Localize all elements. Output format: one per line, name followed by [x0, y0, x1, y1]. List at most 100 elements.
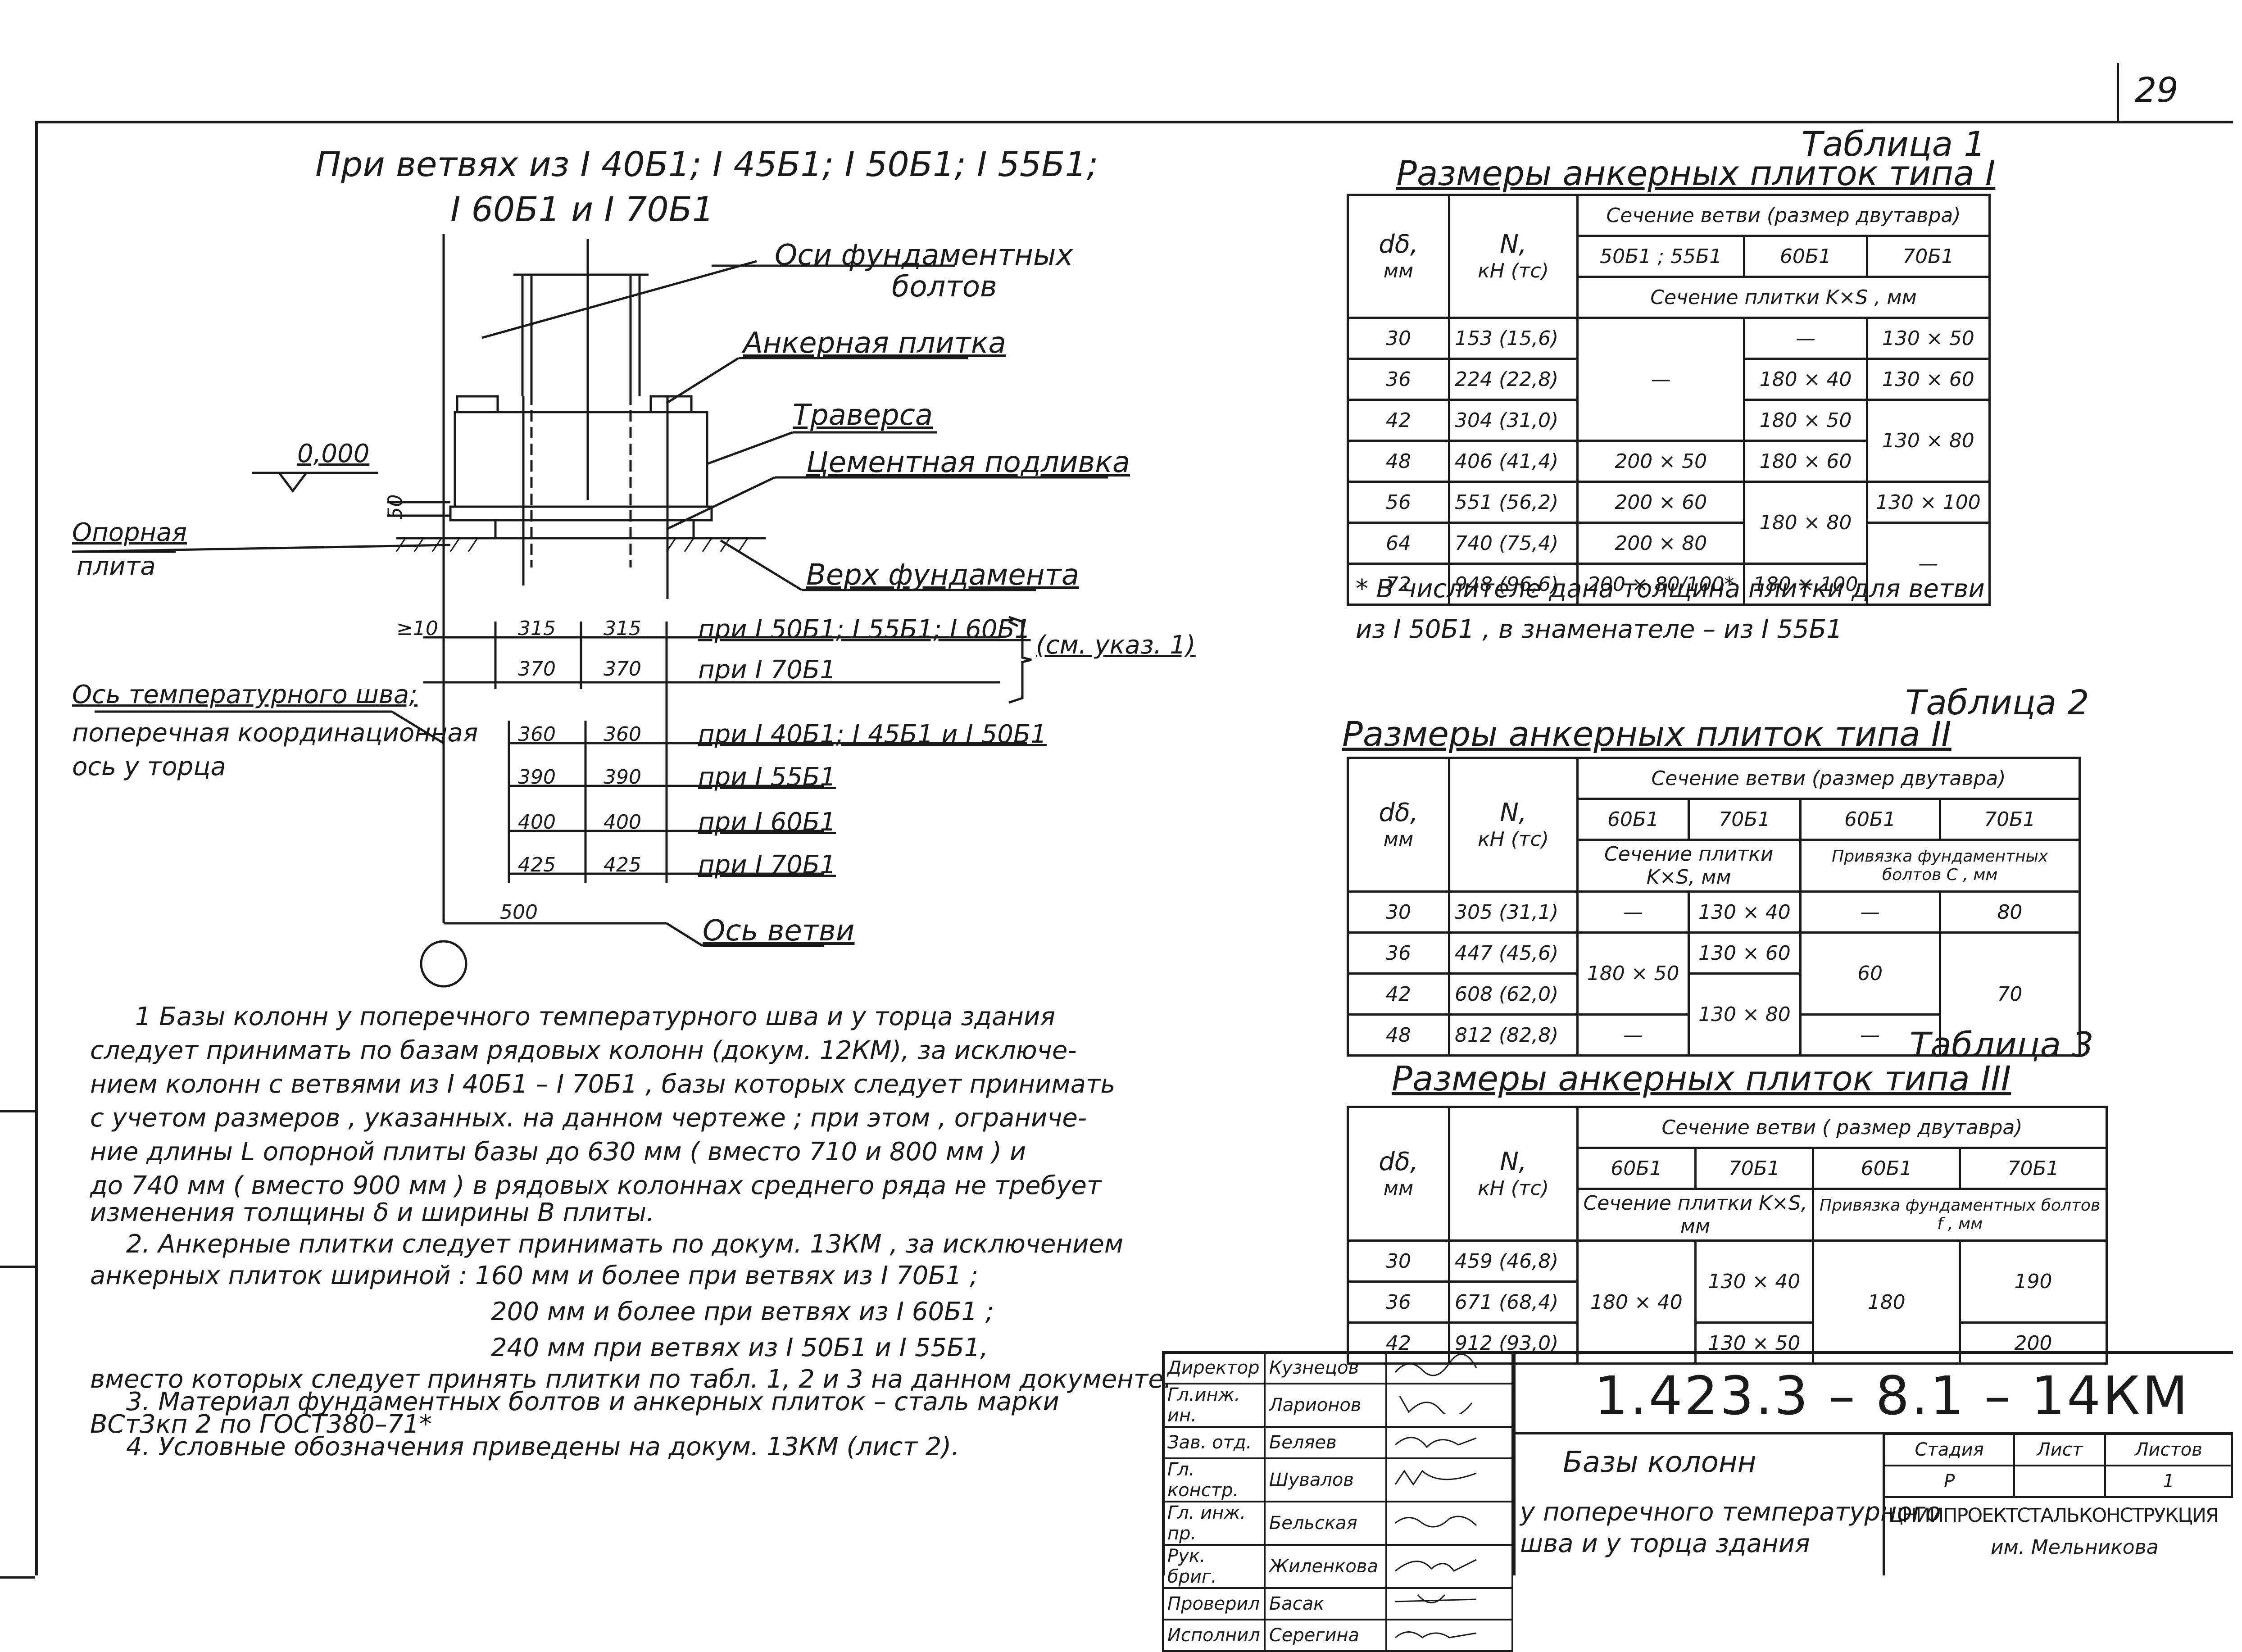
t3-c4-42: 200: [1959, 1321, 2108, 1365]
t1-c3-dash: —: [1865, 522, 1991, 606]
t2-h-n-unit: кН (тс): [1478, 828, 1549, 851]
table2-title: Размеры анкерных плиток типа II: [1342, 714, 1952, 754]
t1-d-48: 48: [1347, 440, 1450, 483]
t1-n-36: 224 (22,8): [1448, 358, 1579, 401]
label-support-2: плита: [77, 552, 156, 581]
tb-role-7: Проверил: [1162, 1587, 1266, 1620]
t1-h-d-unit: мм: [1383, 259, 1414, 283]
t2-c4-30: 80: [1938, 890, 2081, 934]
t1-h-n: N,: [1500, 230, 1527, 259]
label-joint-axis-2: поперечная координационная: [72, 718, 478, 748]
tb-stage: Р: [1883, 1465, 2015, 1498]
label-branch-axis: Ось ветви: [703, 914, 855, 948]
label-joint-axis-3: ось у торца: [72, 752, 226, 781]
dim-b-4: 390: [604, 766, 641, 789]
t1-c2-72: 180 × 100: [1743, 563, 1868, 606]
t3-h-c2: 70Б1: [1694, 1147, 1815, 1190]
t3-h-c4: 70Б1: [1959, 1147, 2108, 1190]
signature-icon: [1394, 1559, 1477, 1572]
t2-d-42: 42: [1347, 972, 1450, 1016]
t3-h-plate: Сечение плитки K×S, мм: [1576, 1188, 1815, 1242]
note-1-line-7: изменения толщины δ и ширины В плиты.: [90, 1198, 654, 1227]
label-see-note: (см. указ. 1): [1036, 631, 1196, 660]
t1-c2-30: —: [1743, 317, 1868, 360]
label-500: 500: [500, 901, 538, 924]
t3-h-n-unit: кН (тс): [1478, 1177, 1549, 1200]
t2-c2-42-48: 130 × 80: [1688, 972, 1802, 1057]
t3-h-anchor: Привязка фундаментных болтов f , мм: [1812, 1188, 2108, 1242]
label-anchor-plate: Анкерная плитка: [743, 327, 1006, 360]
t1-h-plate: Сечение плитки K×S , мм: [1576, 276, 1991, 319]
label-level: 0,000: [297, 439, 370, 468]
t2-h-plate: Сечение плитки K×S, мм: [1576, 839, 1802, 893]
t2-c4-rest: 70: [1938, 931, 2081, 1057]
t1-d-72: 72: [1347, 563, 1450, 606]
tb-h-stage: Стадия: [1883, 1433, 2015, 1466]
t1-d-42: 42: [1347, 399, 1450, 442]
signature-icon: [1394, 1516, 1477, 1528]
table1-caption: Таблица 1: [1802, 124, 1986, 164]
t3-h-c1: 60Б1: [1576, 1147, 1697, 1190]
dim-a-5: 400: [518, 811, 556, 834]
t2-n-36: 447 (45,6): [1448, 931, 1579, 975]
tb-title-sub-1: у поперечного температурного: [1520, 1498, 1941, 1527]
t3-h-section: Сечение ветви ( размер двутавра): [1576, 1106, 2108, 1149]
signature-icon: [1394, 1631, 1477, 1638]
sheet-number-box: [2117, 63, 2242, 122]
t1-c1-dash: —: [1576, 317, 1746, 442]
title-block-divider-v2: [1883, 1432, 1885, 1575]
tb-sign-6: [1385, 1544, 1514, 1589]
note-2-line-2: анкерных плиток шириной : 160 мм и более…: [90, 1261, 978, 1290]
drawing-title-1: При ветвях из I 40Б1; I 45Б1; I 50Б1; I …: [315, 144, 1098, 184]
t2-h-c4: 70Б1: [1938, 798, 2081, 841]
t2-h-c1: 60Б1: [1576, 798, 1690, 841]
label-support-1: Опорная: [72, 518, 187, 547]
tb-name-5: Бельская: [1263, 1501, 1387, 1546]
note-2-line-4: 240 мм при ветвях из I 50Б1 и I 55Б1,: [491, 1333, 989, 1362]
signature-icon: [1394, 1437, 1477, 1448]
t3-c3-all: 180: [1812, 1239, 1961, 1365]
label-bolt-axes-1: Оси фундаментных: [775, 239, 1073, 272]
note-3-line-2: ВСт3кп 2 по ГОСТ380–71*: [90, 1410, 432, 1439]
t1-c1-56: 200 × 60: [1576, 481, 1746, 524]
t1-n-64: 740 (75,4): [1448, 522, 1579, 565]
tb-role-5: Гл. инж. пр.: [1162, 1501, 1266, 1546]
t3-c4-30-36: 190: [1959, 1239, 2108, 1324]
label-grout: Цементная подливка: [806, 446, 1130, 479]
dim-b-2: 370: [604, 658, 641, 681]
tb-role-3: Зав. отд.: [1162, 1426, 1266, 1459]
dim-b-3: 360: [604, 723, 641, 746]
label-joint-axis-1: Ось температурного шва;: [72, 680, 418, 709]
tb-sign-3: [1385, 1426, 1514, 1459]
t1-c2-56-64: 180 × 80: [1743, 481, 1868, 565]
t1-d-56: 56: [1347, 481, 1450, 524]
tb-name-7: Басак: [1263, 1587, 1387, 1620]
dim-a-2: 370: [518, 658, 556, 681]
t1-c2-36: 180 × 40: [1743, 358, 1868, 401]
t2-h-anchor: Привязка фундаментных болтов С , мм: [1799, 839, 2081, 893]
tb-role-6: Рук. бриг.: [1162, 1544, 1266, 1589]
table3: dδ,мм N,кН (тс) Сечение ветви ( размер д…: [1347, 1106, 2108, 1365]
note-4-line-1: 4. Условные обозначения приведены на док…: [126, 1432, 960, 1461]
sheet-number: 29: [2135, 70, 2178, 110]
t2-c3-mid: 60: [1799, 931, 1941, 1016]
t1-n-42: 304 (31,0): [1448, 399, 1579, 442]
tb-title-sub-2: шва и у торца здания: [1520, 1529, 1810, 1558]
drawing-title-2: I 60Б1 и I 70Б1: [450, 189, 714, 229]
tb-org-2: им. Мельникова: [1991, 1536, 2159, 1559]
t1-d-36: 36: [1347, 358, 1450, 401]
t1-n-48: 406 (41,4): [1448, 440, 1579, 483]
tb-role-2: Гл.инж. ин.: [1162, 1383, 1266, 1428]
note-1-line-1: 1 Базы колонн у поперечного температурно…: [135, 1002, 1056, 1031]
t2-h-d: dδ,: [1379, 798, 1418, 827]
tb-role-8: Исполнил: [1162, 1619, 1266, 1652]
note-1-line-5: ние длины L опорной плиты базы до 630 мм…: [90, 1137, 1026, 1166]
table3-caption: Таблица 3: [1910, 1025, 2094, 1065]
label-bolt-axes-2: болтов: [892, 270, 997, 304]
t2-n-42: 608 (62,0): [1448, 972, 1579, 1016]
t3-c2-30-36: 130 × 40: [1694, 1239, 1815, 1324]
t1-c3-56: 130 × 100: [1865, 481, 1991, 524]
t2-c1-48: —: [1576, 1013, 1690, 1057]
label-50: 50: [384, 494, 407, 520]
dim-b-6: 425: [604, 853, 641, 876]
